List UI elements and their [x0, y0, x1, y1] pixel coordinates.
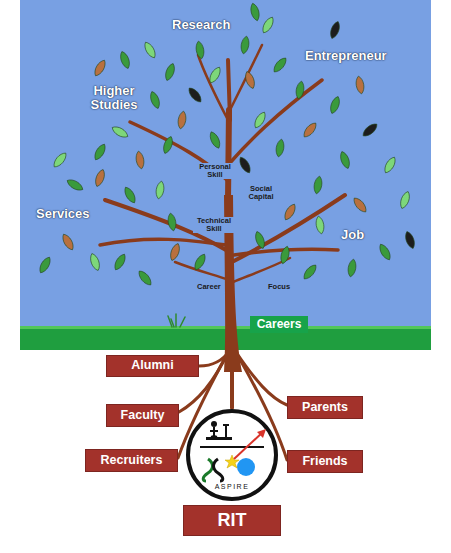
box-label: Careers — [257, 318, 302, 331]
branch-label: Services — [36, 207, 90, 221]
box-label: RIT — [218, 511, 247, 531]
branch-label: Job — [341, 228, 364, 242]
box-label: Friends — [302, 455, 347, 469]
skill-label: Focus — [267, 283, 291, 291]
root-box: Parents — [287, 396, 363, 419]
root-box: Alumni — [106, 355, 199, 377]
careers-box: Careers — [250, 316, 308, 333]
box-label: Faculty — [121, 409, 165, 423]
branch-label: Entrepreneur — [305, 49, 387, 63]
logo-text: ASPIRE — [184, 483, 280, 491]
branch-label: Research — [172, 18, 231, 32]
box-label: Alumni — [131, 359, 173, 373]
root-box: Recruiters — [85, 449, 178, 472]
box-label: Parents — [302, 401, 348, 415]
branch-label: Higher Studies — [84, 84, 144, 111]
skill-label: Career — [196, 283, 222, 291]
logo-circle: ASPIRE — [184, 407, 280, 503]
box-label: Recruiters — [101, 454, 163, 468]
skill-label: Social Capital — [243, 185, 279, 201]
skill-label: Personal Skill — [196, 163, 234, 179]
skill-label: Technical Skill — [193, 217, 235, 233]
root-box: Faculty — [106, 404, 179, 427]
rit-box: RIT — [183, 505, 281, 536]
root-box: Friends — [287, 450, 363, 473]
